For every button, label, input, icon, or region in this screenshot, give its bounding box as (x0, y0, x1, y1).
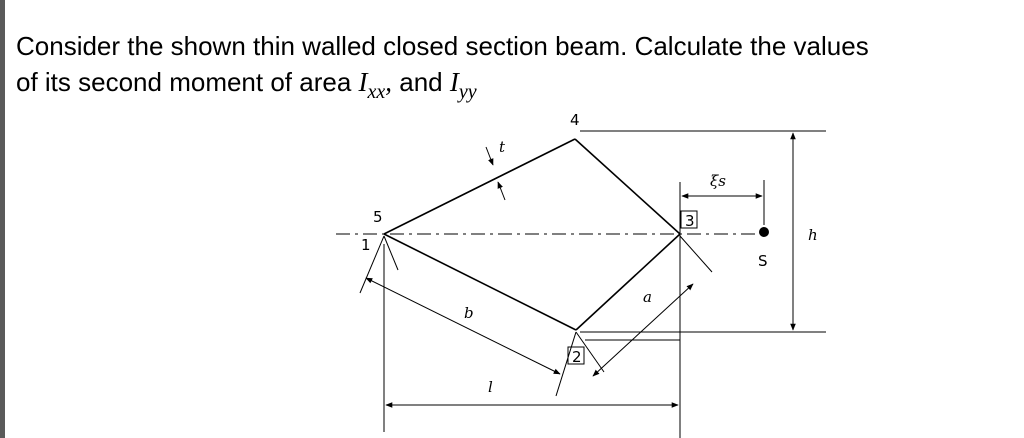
ixx-comma: , (385, 67, 393, 97)
node-5-label: 5 (373, 208, 383, 226)
thickness-arrow-top (485, 146, 494, 166)
dim-h-label: h (808, 226, 818, 244)
wall-3-2 (575, 233, 681, 331)
node-2-label: 2 (572, 348, 582, 366)
iyy-symbol: I (449, 67, 459, 97)
dim-l-label: l (488, 378, 493, 396)
question-line-2: of its second moment of area Ixx, and Iy… (16, 64, 1006, 110)
question-line-1: Consider the shown thin walled closed se… (16, 31, 869, 61)
dim-b-label: b (464, 304, 474, 322)
wall-2-1 (383, 233, 577, 331)
node-1-label: 1 (361, 236, 371, 254)
wall-4-3 (574, 138, 681, 235)
dim-a (592, 283, 694, 377)
question-line-2-prefix: of its second moment of area (16, 67, 359, 97)
dim-b (365, 277, 561, 375)
iyy-subscript: yy (458, 81, 477, 103)
witness-b-start (359, 235, 385, 294)
extension-lines (383, 130, 826, 438)
ixx-subscript: xx (367, 81, 386, 103)
wall-5-4 (383, 138, 576, 235)
thickness-t-label: t (499, 138, 506, 156)
node-3-box (680, 210, 698, 229)
thickness-arrow-bottom (497, 181, 506, 201)
and-word: and (392, 67, 450, 97)
dimension-lines (365, 132, 796, 408)
dim-a-label: a (643, 288, 652, 306)
dim-xi-s-label: ξs (710, 172, 726, 190)
witness-b-end (555, 331, 577, 397)
shear-centre-label: S (758, 252, 768, 270)
question-text: Consider the shown thin walled closed se… (16, 28, 1006, 110)
node-3-label: 3 (685, 212, 695, 230)
node-2-box (567, 346, 585, 365)
witness-lines (359, 235, 713, 397)
shear-centre-point (759, 227, 769, 237)
node-4-label: 4 (570, 111, 580, 129)
ixx-symbol: I (358, 67, 368, 97)
witness-b-start-2 (383, 235, 399, 271)
witness-a-end (679, 235, 713, 273)
window-left-edge (0, 0, 5, 438)
witness-a-start (575, 331, 605, 373)
